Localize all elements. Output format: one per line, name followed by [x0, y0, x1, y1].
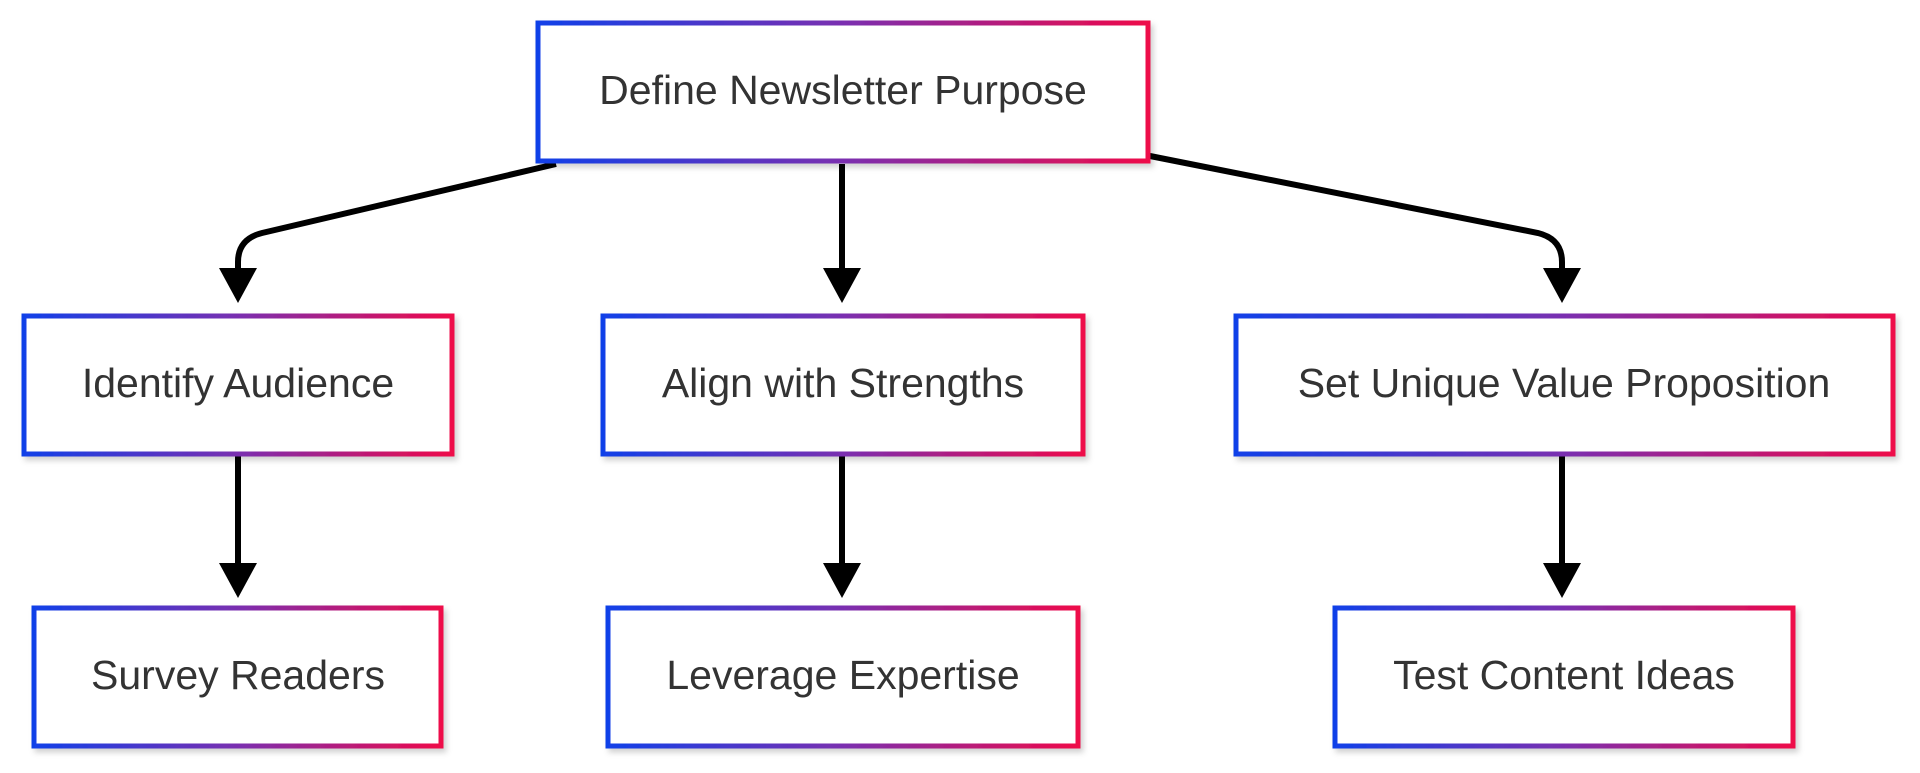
- arrowhead-identify-audience: [219, 268, 257, 303]
- node-value-proposition[interactable]: Set Unique Value Proposition: [1233, 313, 1896, 457]
- arrowhead-test-content: [1543, 563, 1581, 598]
- node-identify-audience[interactable]: Identify Audience: [21, 313, 455, 457]
- node-align-strengths[interactable]: Align with Strengths: [600, 313, 1086, 457]
- arrowhead-align-strengths: [823, 268, 861, 303]
- node-survey-readers[interactable]: Survey Readers: [31, 605, 444, 749]
- arrowheads: [219, 268, 1581, 598]
- node-survey-readers-label: Survey Readers: [91, 652, 385, 698]
- edge-root-to-identify-audience: [235, 161, 557, 270]
- node-root[interactable]: Define Newsletter Purpose: [535, 20, 1151, 164]
- node-value-proposition-label: Set Unique Value Proposition: [1298, 360, 1831, 406]
- node-test-content[interactable]: Test Content Ideas: [1332, 605, 1796, 749]
- edge-root-to-value-proposition: [1149, 153, 1565, 270]
- edges: [235, 153, 1565, 565]
- node-leverage-expertise[interactable]: Leverage Expertise: [605, 605, 1081, 749]
- node-leverage-expertise-label: Leverage Expertise: [666, 652, 1019, 698]
- node-test-content-label: Test Content Ideas: [1393, 652, 1735, 698]
- node-identify-audience-label: Identify Audience: [82, 360, 394, 406]
- arrowhead-survey-readers: [219, 563, 257, 598]
- node-root-label: Define Newsletter Purpose: [599, 67, 1087, 113]
- arrowhead-leverage-expertise: [823, 563, 861, 598]
- arrowhead-value-proposition: [1543, 268, 1581, 303]
- node-align-strengths-label: Align with Strengths: [662, 360, 1024, 406]
